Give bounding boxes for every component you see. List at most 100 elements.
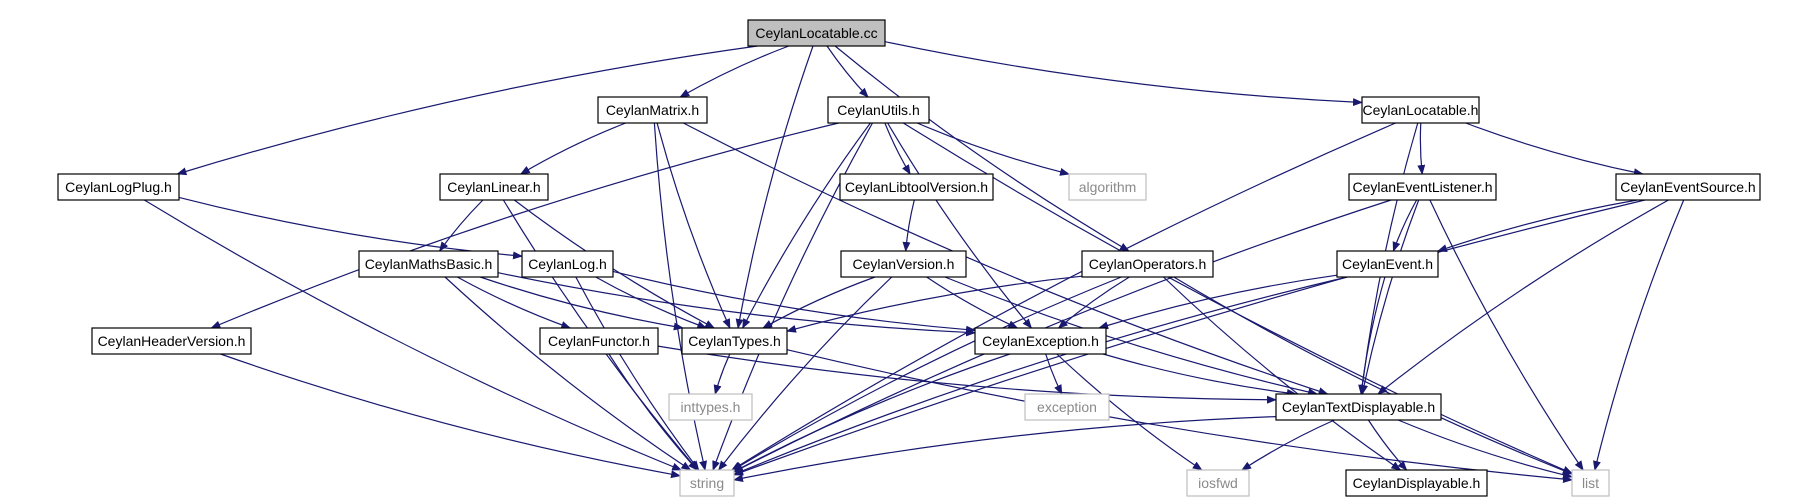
- node-box-log_h: [521, 250, 614, 278]
- edge-utils_h-to-string: [712, 122, 874, 471]
- node-box-matrix_h: [597, 96, 708, 124]
- node-box-algorithm: [1068, 173, 1147, 201]
- edge-locatable_cc-to-operators_h: [834, 45, 1130, 252]
- node-label-linear_h: CeylanLinear.h: [447, 179, 540, 195]
- edge-eventsource_h-to-list: [1593, 199, 1685, 471]
- node-label-types_h: CeylanTypes.h: [688, 333, 781, 349]
- node-label-locatable_cc: CeylanLocatable.cc: [755, 25, 877, 41]
- node-locatable_cc[interactable]: CeylanLocatable.cc: [747, 19, 886, 47]
- edge-eventsource_h-to-event_h: [1437, 199, 1638, 252]
- node-label-exception_h: CeylanException.h: [982, 333, 1099, 349]
- node-label-locatable_h: CeylanLocatable.h: [1363, 102, 1479, 118]
- node-box-eventsource_h: [1615, 173, 1761, 201]
- node-label-log_h: CeylanLog.h: [528, 256, 607, 272]
- node-box-displayable_h: [1345, 469, 1488, 497]
- node-box-exception_h: [974, 327, 1107, 355]
- node-box-event_h: [1336, 250, 1439, 278]
- edge-locatable_cc-to-matrix_h: [679, 45, 790, 98]
- node-logplug_h[interactable]: CeylanLogPlug.h: [57, 173, 180, 201]
- edge-exception_h-to-iosfwd: [1056, 353, 1203, 471]
- edge-operators_h-to-exception_h: [1057, 276, 1130, 329]
- node-box-locatable_h: [1361, 96, 1480, 124]
- node-box-eventlistener_h: [1348, 173, 1497, 201]
- node-eventlistener_h[interactable]: CeylanEventListener.h: [1348, 173, 1497, 201]
- edge-utils_h-to-types_h: [742, 122, 871, 329]
- edge-locatable_h-to-string: [731, 122, 1396, 471]
- node-label-textdisplayable_h: CeylanTextDisplayable.h: [1282, 399, 1435, 415]
- edge-utils_h-to-algorithm: [916, 122, 1070, 176]
- node-operators_h[interactable]: CeylanOperators.h: [1081, 250, 1214, 278]
- edge-layer: [143, 41, 1685, 484]
- edge-utils_h-to-exception_h: [887, 122, 1033, 329]
- edge-textdisplayable_h-to-displayable_h: [1367, 419, 1408, 471]
- edge-locatable_h-to-eventsource_h: [1465, 122, 1644, 177]
- node-box-operators_h: [1081, 250, 1214, 278]
- node-eventsource_h[interactable]: CeylanEventSource.h: [1615, 173, 1761, 201]
- node-label-headerversion_h: CeylanHeaderVersion.h: [98, 333, 246, 349]
- node-box-libtool_h: [839, 173, 994, 201]
- node-displayable_h[interactable]: CeylanDisplayable.h: [1345, 469, 1488, 497]
- edge-mathsbasic_h-to-exception_h: [497, 272, 976, 337]
- node-event_h[interactable]: CeylanEvent.h: [1336, 250, 1439, 278]
- node-box-version_h: [840, 250, 967, 278]
- edge-exception_h-to-string: [733, 353, 1011, 473]
- node-box-list: [1571, 469, 1610, 497]
- node-label-list: list: [1582, 475, 1599, 491]
- edge-version_h-to-exception_h: [926, 276, 1019, 329]
- node-matrix_h[interactable]: CeylanMatrix.h: [597, 96, 708, 124]
- node-linear_h[interactable]: CeylanLinear.h: [439, 173, 549, 201]
- edge-mathsbasic_h-to-types_h: [480, 276, 684, 331]
- edge-mathsbasic_h-to-functor_h: [457, 276, 572, 329]
- edge-operators_h-to-displayable_h: [1163, 276, 1402, 471]
- node-label-functor_h: CeylanFunctor.h: [548, 333, 650, 349]
- node-box-mathsbasic_h: [358, 250, 499, 278]
- edge-event_h-to-textdisplayable_h: [1358, 276, 1386, 395]
- edge-locatable_cc-to-types_h: [735, 45, 814, 329]
- node-label-iosfwd: iosfwd: [1198, 475, 1238, 491]
- node-exception_h[interactable]: CeylanException.h: [974, 327, 1107, 355]
- node-label-event_h: CeylanEvent.h: [1342, 256, 1433, 272]
- node-version_h[interactable]: CeylanVersion.h: [840, 250, 967, 278]
- edge-locatable_cc-to-utils_h: [826, 45, 869, 98]
- node-list: list: [1571, 469, 1610, 497]
- node-locatable_h[interactable]: CeylanLocatable.h: [1361, 96, 1480, 124]
- node-label-exception: exception: [1037, 399, 1097, 415]
- edge-eventsource_h-to-textdisplayable_h: [1377, 199, 1669, 395]
- node-iosfwd: iosfwd: [1186, 469, 1250, 497]
- edge-textdisplayable_h-to-string: [733, 416, 1277, 483]
- edge-functor_h-to-textdisplayable_h: [657, 345, 1277, 404]
- node-utils_h[interactable]: CeylanUtils.h: [827, 96, 930, 124]
- node-log_h[interactable]: CeylanLog.h: [521, 250, 614, 278]
- edge-log_h-to-exception_h: [612, 270, 976, 334]
- edge-operators_h-to-string: [732, 276, 1122, 471]
- node-mathsbasic_h[interactable]: CeylanMathsBasic.h: [358, 250, 499, 278]
- edge-libtool_h-to-version_h: [902, 199, 915, 252]
- edge-types_h-to-list: [786, 349, 1573, 484]
- node-label-eventlistener_h: CeylanEventListener.h: [1352, 179, 1492, 195]
- node-label-libtool_h: CeylanLibtoolVersion.h: [845, 179, 988, 195]
- edge-functor_h-to-string: [608, 353, 698, 471]
- node-box-types_h: [681, 327, 788, 355]
- node-algorithm: algorithm: [1068, 173, 1147, 201]
- node-box-headerversion_h: [91, 327, 252, 355]
- node-functor_h[interactable]: CeylanFunctor.h: [539, 327, 659, 355]
- node-box-exception: [1024, 393, 1110, 421]
- node-box-textdisplayable_h: [1275, 393, 1442, 421]
- node-headerversion_h[interactable]: CeylanHeaderVersion.h: [91, 327, 252, 355]
- node-box-linear_h: [439, 173, 549, 201]
- node-types_h[interactable]: CeylanTypes.h: [681, 327, 788, 355]
- edge-eventlistener_h-to-textdisplayable_h: [1360, 199, 1420, 395]
- node-textdisplayable_h[interactable]: CeylanTextDisplayable.h: [1275, 393, 1442, 421]
- node-label-version_h: CeylanVersion.h: [853, 256, 955, 272]
- node-label-mathsbasic_h: CeylanMathsBasic.h: [365, 256, 493, 272]
- node-label-matrix_h: CeylanMatrix.h: [606, 102, 699, 118]
- edge-eventsource_h-to-string: [733, 199, 1646, 476]
- edge-logplug_h-to-string: [143, 199, 683, 471]
- edge-matrix_h-to-linear_h: [519, 122, 626, 175]
- edge-eventlistener_h-to-list: [1429, 199, 1584, 471]
- edge-utils_h-to-libtool_h: [884, 122, 911, 175]
- node-label-algorithm: algorithm: [1079, 179, 1137, 195]
- node-label-string: string: [690, 475, 724, 491]
- node-libtool_h[interactable]: CeylanLibtoolVersion.h: [839, 173, 994, 201]
